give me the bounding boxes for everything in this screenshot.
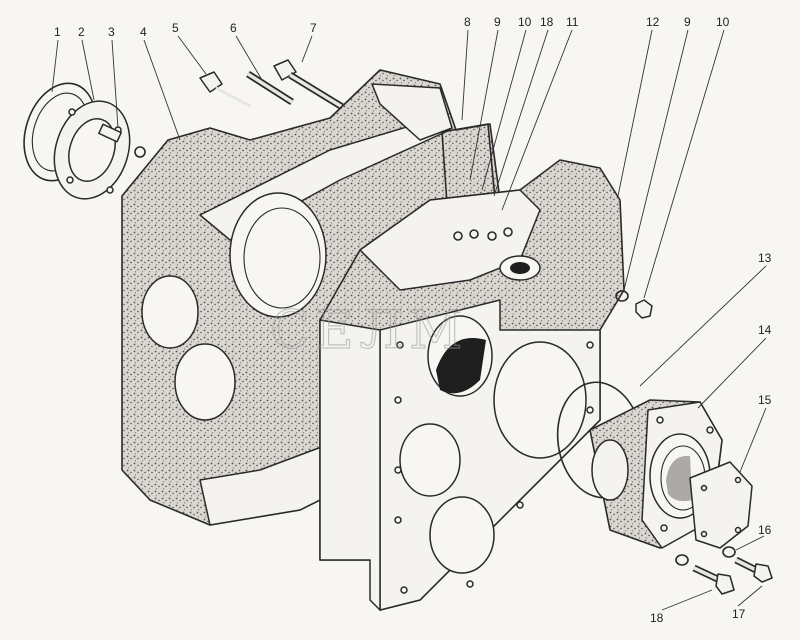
washer-part-16 [722,546,736,558]
callout-9-right: 9 [684,15,691,29]
callout-7: 7 [310,21,317,35]
callout-17: 17 [732,607,746,621]
callout-4: 4 [140,25,147,39]
cover-part-15 [689,461,753,549]
bolt-part-7 [273,59,346,111]
callout-18: 18 [540,15,554,29]
callout-8: 8 [464,15,471,29]
bolt-part-18 [692,564,735,595]
callout-11: 11 [566,15,579,29]
bolt-part-17 [734,556,773,583]
bolt-part-5 [199,71,251,108]
callout-18-bottom: 18 [650,611,664,625]
callout-2: 2 [78,25,85,39]
callout-13: 13 [758,251,772,265]
washer-part-9 [615,290,629,302]
washer-part-18-bottom [675,554,689,566]
leader-lines [51,29,767,611]
callout-5: 5 [172,21,179,35]
callout-10: 10 [518,15,532,29]
callout-10-right: 10 [716,15,730,29]
stud-part-6 [246,71,294,105]
callout-9: 9 [494,15,501,29]
watermark-text: СЕЛМ [270,301,468,361]
nut-part-10 [635,299,653,319]
callout-15: 15 [758,393,772,407]
callout-14: 14 [758,323,772,337]
callout-3: 3 [108,25,115,39]
plug-part-3 [98,123,146,158]
callout-12: 12 [646,15,660,29]
front-housing [319,159,625,611]
callout-16: 16 [758,523,772,537]
bearing-housing-part-14 [589,399,723,549]
callout-1: 1 [54,25,61,39]
callout-6: 6 [230,21,237,35]
